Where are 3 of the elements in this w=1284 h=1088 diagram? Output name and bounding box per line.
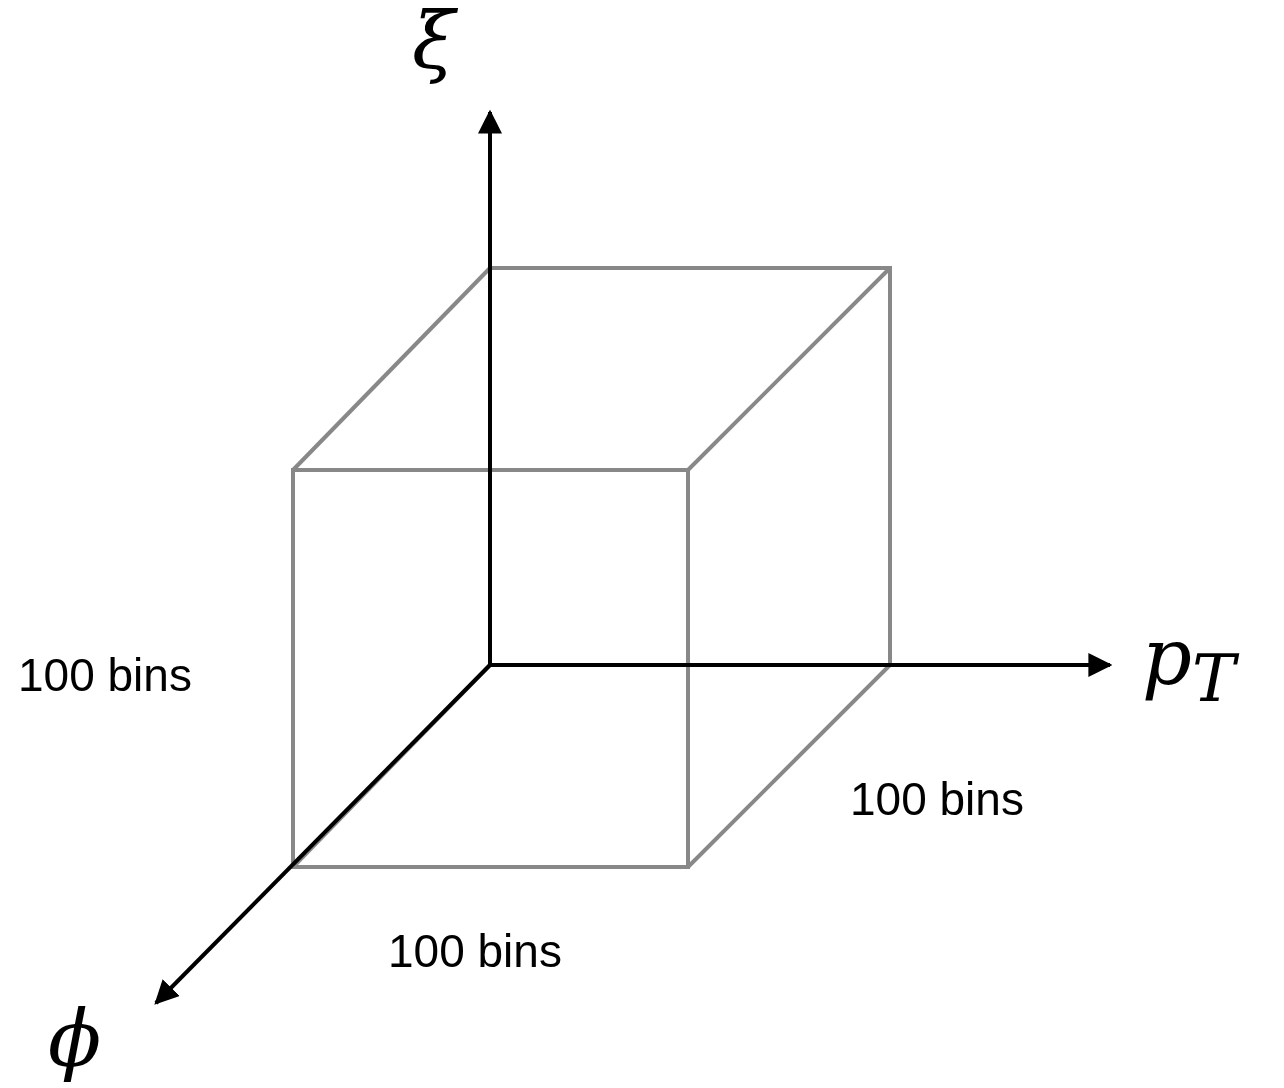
bin-count-label: 100 bins (18, 652, 192, 698)
bin-count-label: 100 bins (850, 776, 1024, 822)
bin-count-label: 100 bins (388, 928, 562, 974)
